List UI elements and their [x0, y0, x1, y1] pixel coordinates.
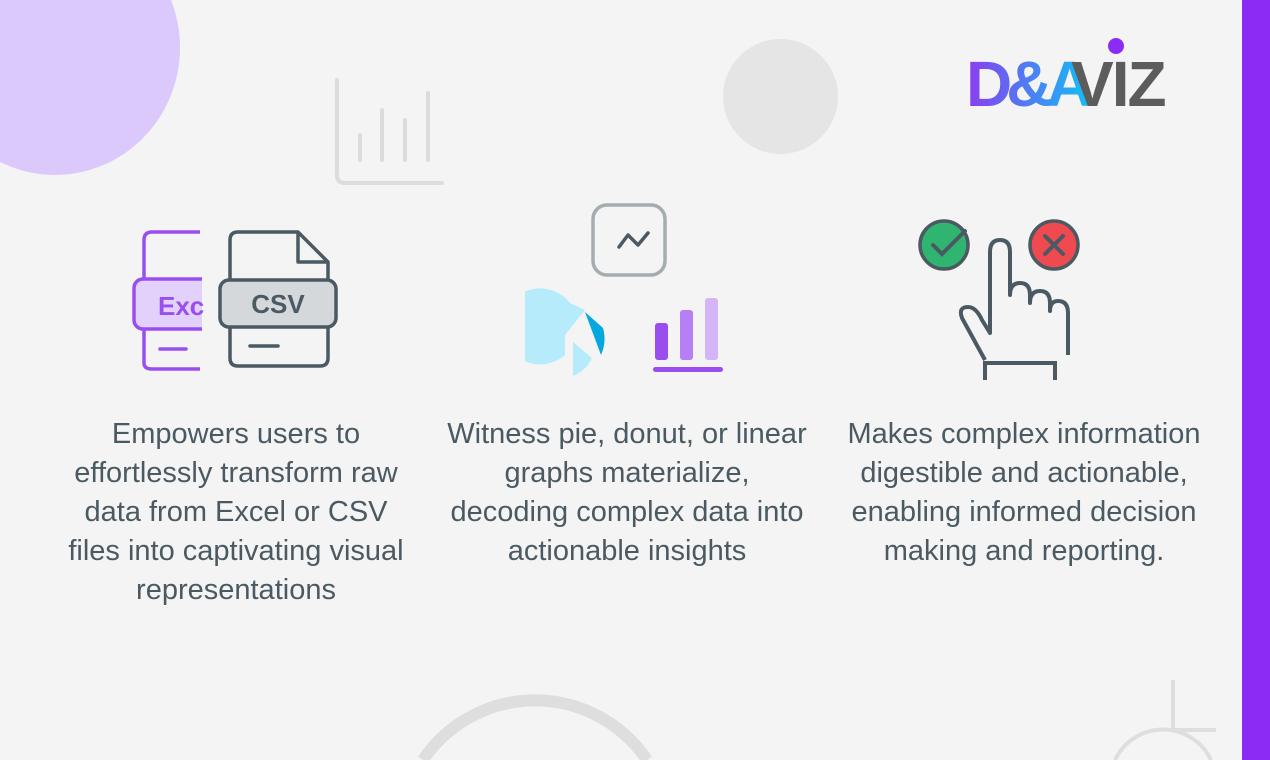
excel-csv-files-icon: Exc CSV — [132, 228, 338, 373]
decor-circle-gray — [723, 39, 838, 154]
brand-logo: D&A VIZ — [966, 38, 1167, 116]
decor-ring-arc — [418, 694, 652, 760]
feature-text-decisions: Makes complex information digestible and… — [847, 418, 1201, 567]
feature-text-graphs: Witness pie, donut, or linear graphs mat… — [447, 418, 807, 567]
right-accent-bar — [1242, 0, 1270, 760]
decor-bar-chart-icon — [335, 78, 444, 185]
excel-label: Exc — [158, 291, 204, 321]
svg-text:VIZ: VIZ — [1071, 48, 1165, 116]
decor-circle-lavender — [0, 0, 180, 175]
svg-text:D&A: D&A — [966, 48, 1091, 116]
csv-label: CSV — [251, 289, 305, 319]
feature-text-import: Empowers users to effortlessly transform… — [68, 418, 404, 606]
decor-pie-outline-icon — [1113, 680, 1216, 760]
decision-hand-icon — [918, 219, 1080, 380]
charts-icon — [525, 203, 723, 376]
